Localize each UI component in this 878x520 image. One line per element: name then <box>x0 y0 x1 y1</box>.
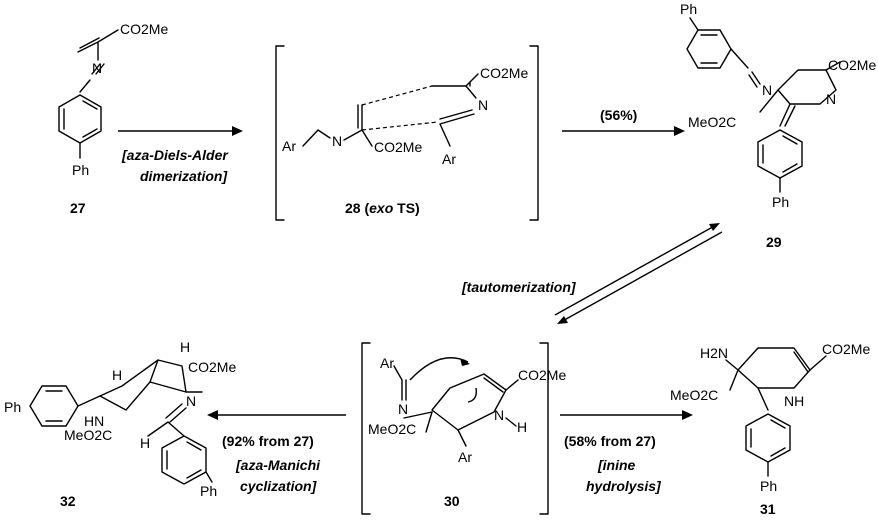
c31-number: 31 <box>760 501 776 517</box>
c31-ph: Ph <box>760 478 777 494</box>
compound-31: H2N CO2Me NH MeO2C Ph 31 <box>670 341 870 517</box>
r4-yield: (92% from 27) <box>222 433 314 449</box>
c27-phenyl-label: Ph <box>72 162 89 178</box>
c28-ar-left: Ar <box>282 138 296 154</box>
c28-ar-bottom: Ar <box>442 151 456 167</box>
c28-number-part: 28 ( <box>345 200 369 216</box>
c30-ar-top: Ar <box>380 355 394 371</box>
r3-condition: [tautomerization] <box>461 279 577 295</box>
c32-ph-left: Ph <box>4 399 21 415</box>
c29-n-imine: N <box>762 82 772 98</box>
arrow-tautomerization: [tautomerization] <box>461 223 723 324</box>
c32-ph-right: Ph <box>200 483 217 499</box>
c28-ester-top: CO2Me <box>480 65 528 81</box>
arrow-manichi: (92% from 27) [aza-Manichi cyclization] <box>207 410 346 494</box>
compound-27: CO2Me N Ph 27 <box>58 21 168 216</box>
compound-30: Ar N CO2Me N H MeO2C Ar 30 <box>361 342 566 515</box>
r5-yield: (58% from 27) <box>564 433 656 449</box>
r1-line1: [aza-Diels-Alder <box>121 147 229 163</box>
c29-ph-top: Ph <box>680 1 697 17</box>
c32-h3: H <box>140 435 150 451</box>
r5-line1: [inine <box>597 457 636 473</box>
c27-number: 27 <box>70 200 86 216</box>
c32-n-ring: N <box>186 393 196 409</box>
c32-ester-right: CO2Me <box>188 359 236 375</box>
c29-number: 29 <box>766 234 782 250</box>
c28-n-right: N <box>478 97 488 113</box>
c29-ester-left: MeO2C <box>688 114 736 130</box>
c30-ar-bottom: Ar <box>458 449 472 465</box>
c28-number-exo: exo <box>369 200 394 216</box>
c30-ester-right: CO2Me <box>518 367 566 383</box>
c28-number: 28 (exo TS) <box>345 200 420 216</box>
c27-imine-n: N <box>92 60 102 76</box>
c31-ester-right: CO2Me <box>822 341 870 357</box>
c30-n-imine: N <box>398 401 408 417</box>
c31-nh: NH <box>784 393 804 409</box>
compound-28: Ar N CO2Me CO2Me N Ar 28 (exo TS) <box>275 45 539 221</box>
c31-amine: H2N <box>700 345 728 361</box>
c30-n-ring: N <box>494 407 504 423</box>
arrow-dimerization: [aza-Diels-Alder dimerization] <box>118 126 243 184</box>
arrow-56: (56%) <box>562 107 685 136</box>
c30-h: H <box>517 419 527 435</box>
c32-h1: H <box>112 367 122 383</box>
r5-line2: hydrolysis] <box>586 478 662 494</box>
compound-32: Ph H H CO2Me HN N MeO2C H Ph 32 <box>4 339 236 509</box>
arrow-hydrolysis: (58% from 27) [inine hydrolysis] <box>560 410 693 494</box>
c28-number-tail: TS) <box>393 200 419 216</box>
c29-ester-right: CO2Me <box>828 57 876 73</box>
c28-n-left: N <box>332 133 342 149</box>
r4-line2: cyclization] <box>240 478 318 494</box>
c32-h2: H <box>180 339 190 355</box>
r1-line2: dimerization] <box>140 168 228 184</box>
c32-ester-left: MeO2C <box>64 427 112 443</box>
c30-number: 30 <box>444 493 460 509</box>
r2-yield: (56%) <box>600 107 637 123</box>
c31-ester-left: MeO2C <box>670 387 718 403</box>
c28-ester-bottom: CO2Me <box>374 139 422 155</box>
c29-n-ring: N <box>826 91 836 107</box>
c29-ph-bottom: Ph <box>772 194 789 210</box>
compound-29: Ph N CO2Me N MeO2C Ph 29 <box>680 1 876 250</box>
r4-line1: [aza-Manichi <box>235 457 321 473</box>
c27-ester: CO2Me <box>120 21 168 37</box>
c32-hn: HN <box>84 413 104 429</box>
c30-ester-left: MeO2C <box>368 421 416 437</box>
c32-number: 32 <box>60 493 76 509</box>
